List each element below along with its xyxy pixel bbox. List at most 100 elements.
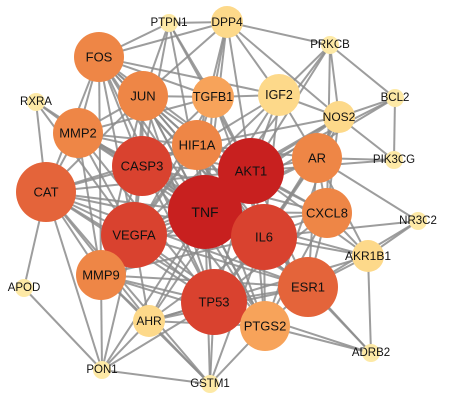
edge-bcl2-pik3cg [393, 97, 396, 161]
node-label-ptpn1: PTPN1 [150, 17, 187, 29]
node-tp53[interactable]: TP53 [181, 269, 247, 335]
node-circle-bcl2 [386, 89, 404, 107]
node-circle-hif1a [172, 120, 222, 170]
edge-akr1b1-adrb2 [367, 255, 372, 354]
edge-cat-gstm1 [45, 191, 211, 385]
node-label-tnf: TNF [191, 204, 218, 220]
node-cat[interactable]: CAT [16, 162, 76, 222]
node-label-rxra: RXRA [20, 96, 52, 108]
node-fos[interactable]: FOS [74, 32, 124, 82]
node-circle-vegfa [101, 202, 167, 268]
edge-prkcb-bcl2 [329, 44, 396, 99]
node-label-jun: JUN [130, 89, 155, 104]
node-label-tgfb1: TGFB1 [193, 90, 233, 104]
node-circle-adrb2 [362, 344, 380, 362]
node-il6[interactable]: IL6 [231, 204, 297, 270]
node-casp3[interactable]: CASP3 [112, 136, 172, 196]
node-pon1[interactable]: PON1 [86, 361, 118, 379]
node-circle-fos [74, 32, 124, 82]
node-label-adrb2: ADRB2 [352, 347, 390, 359]
node-label-tp53: TP53 [198, 295, 229, 310]
node-hif1a[interactable]: HIF1A [172, 120, 222, 170]
node-circle-mmp9 [76, 250, 126, 300]
edge-dpp4-prkcb [226, 21, 331, 46]
node-circle-ar [292, 133, 342, 183]
node-bcl2[interactable]: BCL2 [381, 89, 410, 107]
node-label-prkcb: PRKCB [310, 39, 350, 51]
node-nos2[interactable]: NOS2 [323, 101, 356, 133]
node-mmp2[interactable]: MMP2 [53, 108, 103, 158]
node-label-fos: FOS [86, 50, 113, 65]
node-circle-nr3c2 [409, 212, 427, 230]
node-tgfb1[interactable]: TGFB1 [192, 76, 234, 118]
node-ar[interactable]: AR [292, 133, 342, 183]
node-label-bcl2: BCL2 [381, 92, 410, 104]
node-cxcl8[interactable]: CXCL8 [302, 188, 352, 238]
node-circle-ahr [133, 305, 165, 337]
node-dpp4[interactable]: DPP4 [211, 6, 243, 38]
node-apod[interactable]: APOD [8, 279, 41, 297]
node-label-il6: IL6 [255, 230, 273, 245]
node-circle-tgfb1 [192, 76, 234, 118]
node-rxra[interactable]: RXRA [20, 93, 52, 111]
node-circle-ptgs2 [240, 301, 290, 351]
node-label-ptgs2: PTGS2 [244, 319, 287, 334]
node-mmp9[interactable]: MMP9 [76, 250, 126, 300]
node-circle-gstm1 [201, 375, 219, 393]
node-label-cxcl8: CXCL8 [306, 206, 348, 221]
node-ptpn1[interactable]: PTPN1 [150, 14, 188, 32]
node-nr3c2[interactable]: NR3C2 [399, 212, 437, 230]
node-label-ar: AR [308, 151, 326, 166]
node-label-gstm1: GSTM1 [190, 378, 230, 390]
node-esr1[interactable]: ESR1 [278, 257, 338, 317]
node-circle-igf2 [258, 74, 300, 116]
node-jun[interactable]: JUN [118, 71, 168, 121]
node-label-mmp9: MMP9 [82, 268, 120, 283]
node-circle-prkcb [321, 36, 339, 54]
node-label-nr3c2: NR3C2 [399, 215, 437, 227]
node-label-dpp4: DPP4 [211, 15, 243, 29]
node-gstm1[interactable]: GSTM1 [190, 375, 230, 393]
node-circle-tp53 [181, 269, 247, 335]
node-label-hif1a: HIF1A [179, 138, 216, 153]
node-label-apod: APOD [8, 282, 41, 294]
edge-cat-pon1 [45, 191, 103, 371]
node-label-mmp2: MMP2 [59, 126, 97, 141]
node-label-akr1b1: AKR1B1 [345, 249, 391, 263]
edge-nos2-dpp4 [226, 21, 340, 118]
node-circle-pik3cg [385, 151, 403, 169]
node-akr1b1[interactable]: AKR1B1 [345, 240, 391, 272]
node-ahr[interactable]: AHR [133, 305, 165, 337]
node-label-akt1: AKT1 [235, 164, 268, 179]
node-ptgs2[interactable]: PTGS2 [240, 301, 290, 351]
node-label-igf2: IGF2 [265, 88, 293, 102]
node-circle-cxcl8 [302, 188, 352, 238]
node-circle-jun [118, 71, 168, 121]
node-igf2[interactable]: IGF2 [258, 74, 300, 116]
node-circle-il6 [231, 204, 297, 270]
node-circle-dpp4 [211, 6, 243, 38]
node-circle-akr1b1 [352, 240, 384, 272]
node-circle-cat [16, 162, 76, 222]
node-pik3cg[interactable]: PIK3CG [373, 151, 415, 169]
node-circle-tnf [168, 175, 242, 249]
node-prkcb[interactable]: PRKCB [310, 36, 350, 54]
node-circle-ptpn1 [160, 14, 178, 32]
node-vegfa[interactable]: VEGFA [101, 202, 167, 268]
node-tnf[interactable]: TNF [168, 175, 242, 249]
node-label-pon1: PON1 [86, 364, 117, 376]
node-circle-mmp2 [53, 108, 103, 158]
node-circle-apod [15, 279, 33, 297]
node-circle-esr1 [278, 257, 338, 317]
node-label-ahr: AHR [136, 314, 162, 328]
node-circle-akt1 [218, 138, 284, 204]
node-akt1[interactable]: AKT1 [218, 138, 284, 204]
node-circle-rxra [27, 93, 45, 111]
node-label-casp3: CASP3 [121, 159, 164, 174]
node-adrb2[interactable]: ADRB2 [352, 344, 390, 362]
edge-fos-mmp9 [98, 56, 102, 276]
node-label-esr1: ESR1 [291, 280, 325, 295]
edge-cat-esr1 [45, 191, 309, 288]
